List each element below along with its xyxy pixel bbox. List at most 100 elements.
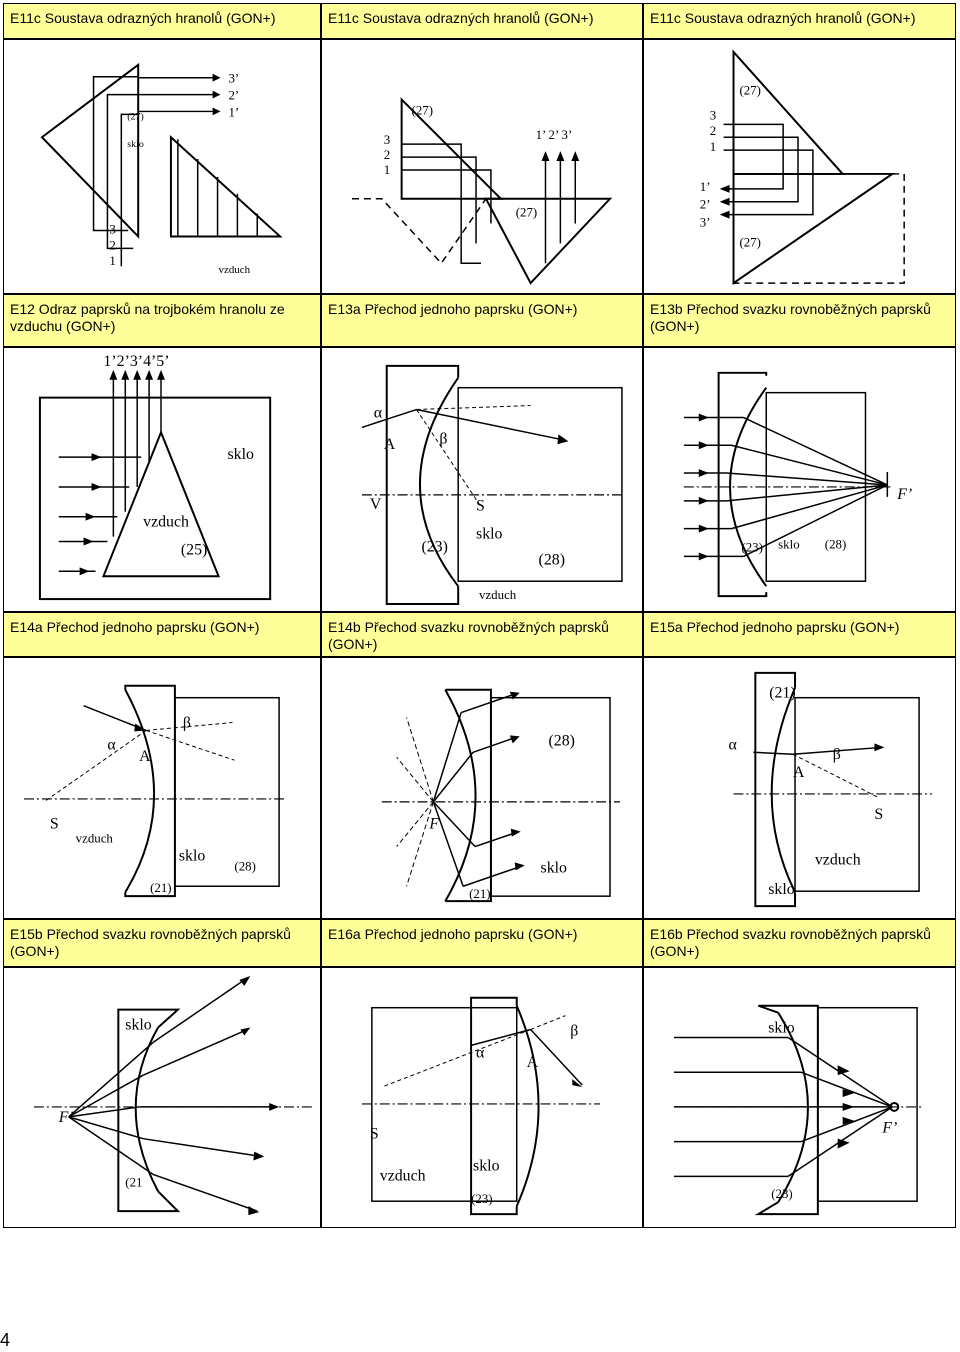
label-vzduch: vzduch bbox=[143, 514, 189, 531]
lens-parallel-beam-diagram-e15b: sklo F’ (21 bbox=[33, 975, 312, 1216]
cell-6-diagram: F’ (23) sklo (28) bbox=[643, 347, 956, 612]
cell-7-title: E14a Přechod jednoho paprsku (GON+) bbox=[3, 612, 321, 657]
label-28: (28) bbox=[825, 537, 846, 551]
label-S: S bbox=[476, 498, 485, 515]
lens-single-ray-diagram-e16a: α A β S vzduch sklo (23) bbox=[361, 996, 601, 1216]
label-vzduch: vzduch bbox=[219, 264, 251, 276]
cell-7-diagram: β α A S vzduch sklo (28) (21) bbox=[3, 657, 321, 919]
label-2prime: 2’ bbox=[700, 198, 711, 212]
label-21: (21) bbox=[769, 685, 795, 702]
label-F: F’ bbox=[58, 1109, 74, 1126]
label-21: (21 bbox=[125, 1175, 142, 1189]
label-25: (25) bbox=[181, 541, 207, 558]
label-S: S bbox=[874, 806, 883, 823]
label-27-bottom: (27) bbox=[739, 235, 760, 249]
label-23: (23) bbox=[471, 1192, 492, 1206]
label-alpha: α bbox=[476, 1044, 484, 1061]
label-vzduch: vzduch bbox=[815, 851, 861, 868]
label-sklo: sklo bbox=[768, 1020, 795, 1037]
cell-8-diagram: (28) F sklo (21) bbox=[321, 657, 643, 919]
cell-5-diagram: α A β V S (23) sklo (28) vzduch bbox=[321, 347, 643, 612]
label-27-top: (27) bbox=[412, 103, 433, 117]
label-outputs: 1’ 2’ 3’ bbox=[536, 128, 573, 142]
cell-4-title: E12 Odraz paprsků na trojbokém hranolu z… bbox=[3, 294, 321, 347]
label-sklo: sklo bbox=[473, 1157, 500, 1174]
cell-12-title: E16b Přechod svazku rovnoběžných paprsků… bbox=[643, 919, 956, 967]
cell-2-diagram: 3 2 1 (27) (27) 1’ 2’ 3’ bbox=[321, 39, 643, 294]
lens-single-ray-diagram-e15a: (21) α A β S vzduch sklo bbox=[729, 671, 932, 908]
label-outgoing-rays: 1’2’3’4’5’ bbox=[103, 353, 169, 370]
label-vzduch: vzduch bbox=[380, 1167, 426, 1184]
label-A: A bbox=[527, 1054, 539, 1071]
prism-system-diagram-3: (27) (27) 3 2 1 1’ 2’ 3’ bbox=[700, 49, 905, 285]
label-sklo: sklo bbox=[179, 847, 206, 864]
experiment-sheet: E11c Soustava odrazných hranolů (GON+) E… bbox=[3, 3, 956, 1228]
label-A: A bbox=[384, 436, 396, 453]
label-27: (27) bbox=[127, 111, 144, 122]
lens-parallel-beam-diagram-e16b: sklo F’ (23) bbox=[673, 1004, 923, 1216]
label-3prime: 3’ bbox=[700, 216, 711, 230]
cell-1-diagram: 3’ 2’ 1’ 3 2 1 (27) sklo vzduch bbox=[3, 39, 321, 294]
label-3: 3 bbox=[384, 133, 390, 147]
label-alpha: α bbox=[729, 736, 737, 753]
cell-6-title: E13b Přechod svazku rovnoběžných paprsků… bbox=[643, 294, 956, 347]
label-F: F’ bbox=[881, 1120, 897, 1137]
label-3: 3 bbox=[109, 222, 115, 236]
label-sklo: sklo bbox=[778, 537, 800, 551]
cell-3-diagram: (27) (27) 3 2 1 1’ 2’ 3’ bbox=[643, 39, 956, 294]
lens-parallel-beam-diagram-e14b: (28) F sklo (21) bbox=[381, 688, 620, 903]
label-sklo: sklo bbox=[125, 1017, 152, 1034]
cell-8-title: E14b Přechod svazku rovnoběžných paprsků… bbox=[321, 612, 643, 657]
label-27-bottom: (27) bbox=[516, 206, 537, 220]
label-21: (21) bbox=[469, 887, 490, 901]
cell-12-diagram: sklo F’ (23) bbox=[643, 967, 956, 1228]
prism-system-diagram-2: 3 2 1 (27) (27) 1’ 2’ 3’ bbox=[352, 97, 613, 285]
cell-10-title: E15b Přechod svazku rovnoběžných paprsků… bbox=[3, 919, 321, 967]
label-23: (23) bbox=[421, 538, 447, 555]
label-1prime: 1’ bbox=[228, 105, 239, 119]
label-28: (28) bbox=[234, 859, 255, 873]
label-vzduch: vzduch bbox=[76, 832, 114, 846]
label-alpha: α bbox=[107, 736, 115, 753]
label-V: V bbox=[370, 496, 382, 513]
cell-4-diagram: 1’2’3’4’5’ sklo vzduch (25) bbox=[3, 347, 321, 612]
label-2: 2 bbox=[384, 148, 390, 162]
label-vzduch: vzduch bbox=[479, 588, 517, 602]
cell-11-diagram: α A β S vzduch sklo (23) bbox=[321, 967, 643, 1228]
cell-11-title: E16a Přechod jednoho paprsku (GON+) bbox=[321, 919, 643, 967]
label-beta: β bbox=[439, 430, 447, 447]
label-3: 3 bbox=[710, 108, 716, 122]
cell-2-title: E11c Soustava odrazných hranolů (GON+) bbox=[321, 3, 643, 39]
label-sklo: sklo bbox=[127, 139, 144, 150]
label-S: S bbox=[370, 1126, 379, 1143]
label-27-top: (27) bbox=[739, 84, 760, 98]
label-1prime: 1’ bbox=[700, 180, 711, 194]
lens-parallel-beam-diagram-e13b: F’ (23) sklo (28) bbox=[683, 371, 912, 598]
lens-single-ray-diagram-e14a: β α A S vzduch sklo (28) (21) bbox=[24, 684, 288, 898]
label-2: 2 bbox=[109, 238, 115, 252]
label-sklo: sklo bbox=[541, 859, 568, 876]
label-alpha: α bbox=[374, 404, 382, 421]
cell-5-title: E13a Přechod jednoho paprsku (GON+) bbox=[321, 294, 643, 347]
label-sklo: sklo bbox=[476, 526, 503, 543]
label-1: 1 bbox=[384, 163, 390, 177]
triangular-prism-diagram: 1’2’3’4’5’ sklo vzduch (25) bbox=[38, 353, 272, 601]
label-S: S bbox=[50, 816, 59, 833]
label-sklo: sklo bbox=[228, 446, 255, 463]
label-28: (28) bbox=[548, 732, 574, 749]
cell-1-title: E11c Soustava odrazných hranolů (GON+) bbox=[3, 3, 321, 39]
label-F: F’ bbox=[896, 486, 912, 503]
label-beta: β bbox=[570, 1022, 578, 1039]
page-number: 4 bbox=[0, 1330, 11, 1350]
label-beta: β bbox=[833, 746, 841, 763]
label-21: (21) bbox=[150, 881, 171, 895]
label-A: A bbox=[139, 748, 151, 765]
label-23: (23) bbox=[771, 1187, 792, 1201]
lens-single-ray-diagram-e13a: α A β V S (23) sklo (28) vzduch bbox=[361, 364, 625, 606]
label-3prime: 3’ bbox=[228, 72, 239, 86]
label-1: 1 bbox=[710, 140, 716, 154]
label-2: 2 bbox=[710, 124, 716, 138]
label-28: (28) bbox=[539, 551, 565, 568]
label-2prime: 2’ bbox=[228, 89, 239, 103]
label-1: 1 bbox=[109, 254, 115, 268]
